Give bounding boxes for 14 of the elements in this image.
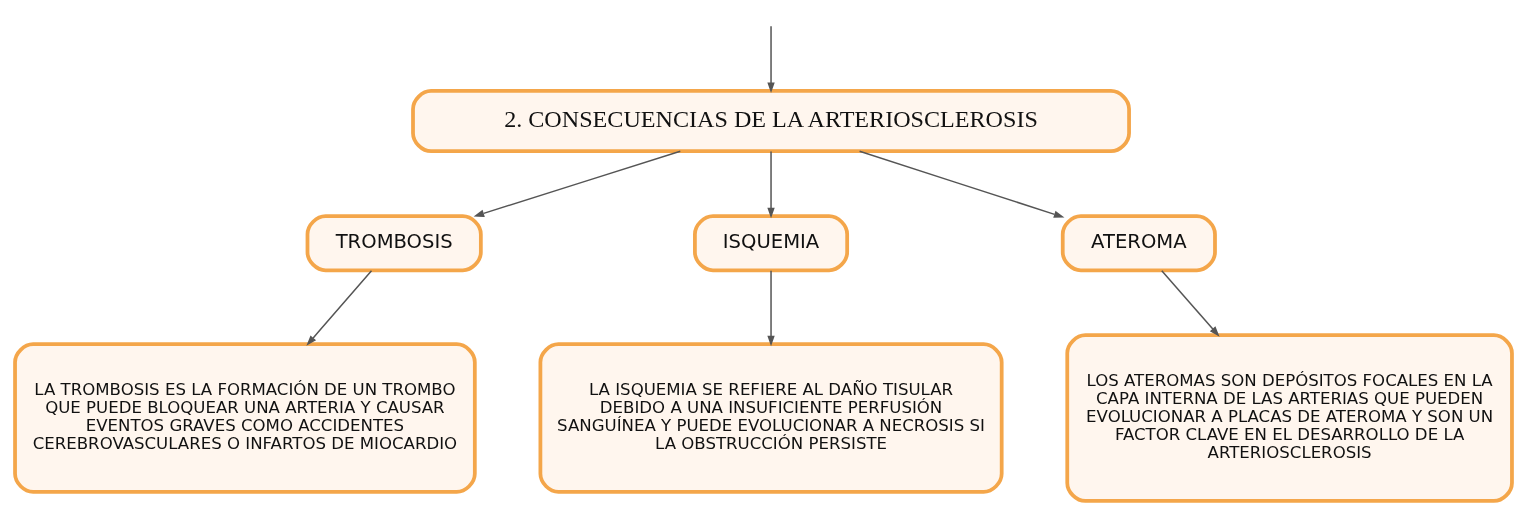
node-box: LA ISQUEMIA SE REFIERE AL DAÑO TISULAR DEBIDO A UNA INSUFICIENTE PERFUSIÓN SANGUÍNEA Y PUEDE EVOLUCIONAR A NECROSIS SI LA OBSTRUCCIÓN PERSISTE	[538, 342, 1004, 494]
arrow	[767, 270, 775, 347]
arrow	[306, 270, 373, 346]
node-box: ATEROMA	[1060, 214, 1217, 273]
arrow	[1161, 270, 1220, 337]
arrow	[858, 150, 1065, 218]
arrow	[767, 25, 775, 94]
arrow	[473, 150, 682, 217]
arrow	[767, 150, 775, 219]
node-box: 2. CONSECUENCIAS DE LA ARTERIOSCLEROSIS	[411, 89, 1131, 154]
node-box: ISQUEMIA	[693, 214, 850, 273]
node-box: LOS ATEROMAS SON DEPÓSITOS FOCALES EN LA CAPA INTERNA DE LAS ARTERIAS QUE PUEDEN EVOLUCIONAR A PLACAS DE ATEROMA Y SON UN FACTOR CLAVE EN EL DESARROLLO DE LA ARTERIOSCLEROSIS	[1065, 333, 1514, 503]
node-box: LA TROMBOSIS ES LA FORMACIÓN DE UN TROMBO QUE PUEDE BLOQUEAR UNA ARTERIA Y CAUSAR EVENTOS GRAVES COMO ACCIDENTES CEREBROVASCULARES O INFARTOS DE MIOCARDIO	[13, 342, 477, 494]
node-box: TROMBOSIS	[305, 214, 483, 273]
